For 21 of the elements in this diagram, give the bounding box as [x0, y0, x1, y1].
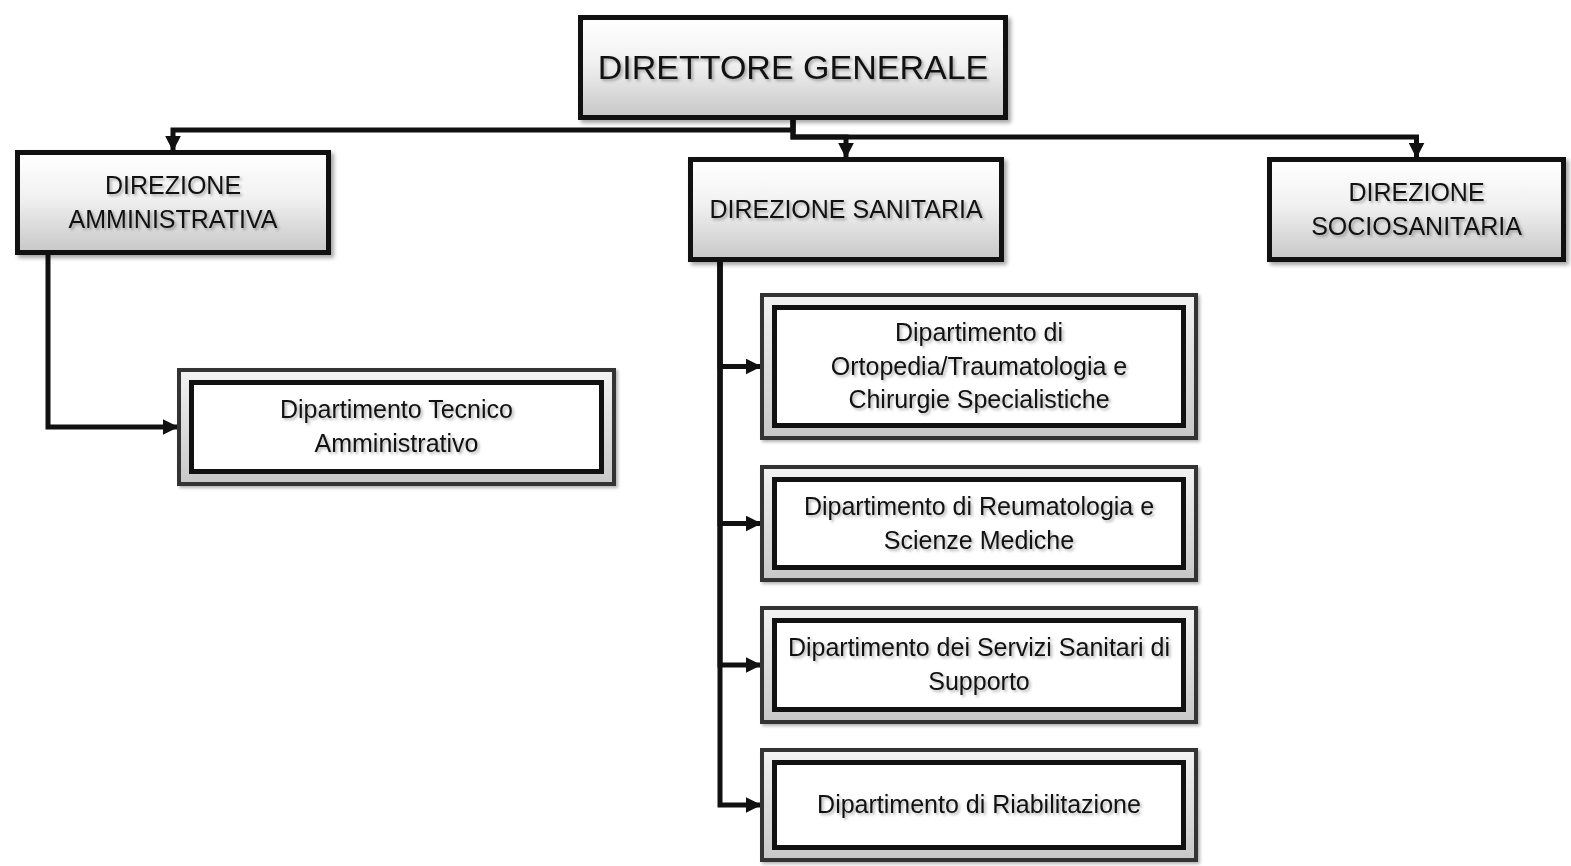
connector-arrow — [717, 262, 762, 813]
node-label: DIREZIONE SANITARIA — [709, 193, 983, 225]
node-label: DIRETTORE GENERALE — [597, 46, 989, 88]
node-label: Dipartimento di Riabilitazione — [817, 789, 1141, 821]
direction-box — [1267, 157, 1566, 262]
direction-box — [578, 15, 1008, 120]
node-label: Dipartimento dei Servizi Sanitari di Supporto — [786, 632, 1172, 697]
department-box — [177, 368, 616, 486]
department-box — [760, 748, 1198, 862]
node-label: Dipartimento Tecnico Amministrativo — [279, 394, 514, 459]
department-box — [760, 465, 1198, 582]
node-label: Dipartimento di Reumatologia e Scienze Mediche — [802, 490, 1156, 556]
connector-arrow — [790, 120, 1425, 159]
department-box — [760, 606, 1198, 724]
node-label: DIREZIONE SOCIOSANITARIA — [1310, 176, 1523, 242]
connector-arrow — [45, 255, 179, 435]
direction-box — [688, 157, 1004, 262]
department-box — [760, 293, 1198, 440]
direction-box — [15, 150, 331, 255]
node-label: Dipartimento di Ortopedia/Traumatologia e Chirurgie Specialistiche — [829, 316, 1129, 416]
node-label: DIREZIONE AMMINISTRATIVA — [67, 169, 279, 235]
